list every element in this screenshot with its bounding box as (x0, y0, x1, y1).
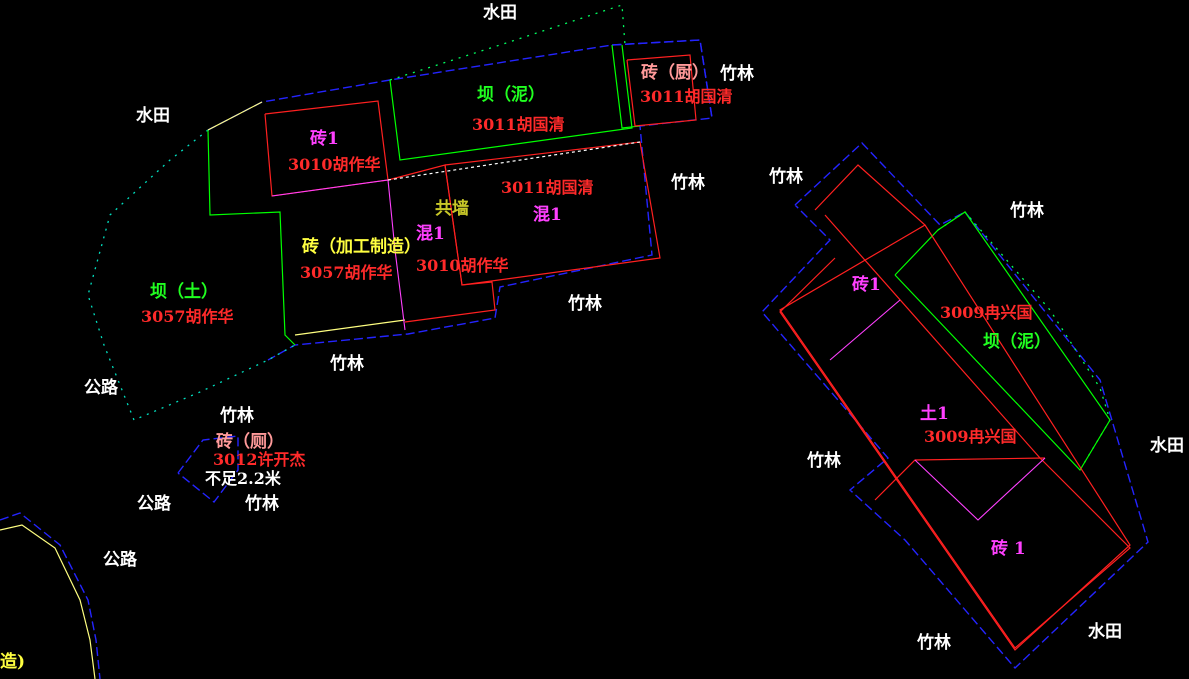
label-water-field-right: 水田 (1150, 435, 1184, 456)
label-brick-processing: 砖（加工制造） (302, 236, 421, 257)
label-dam-soil: 坝（土） (150, 281, 218, 302)
label-bamboo-small: 竹林 (219, 405, 254, 426)
label-brick-1-a: 砖1 (310, 128, 339, 149)
label-owner-3010-b: 3010胡作华 (416, 256, 509, 275)
left-yellow-lines (0, 101, 406, 679)
label-soil-1: 土1 (920, 403, 949, 424)
left-green-dotted-boundary (87, 129, 296, 421)
red-right-outer (779, 164, 1131, 649)
dotted-right (937, 211, 1111, 471)
label-owner-3011-c: 3011胡国清 (501, 178, 594, 197)
right-cluster-boundaries (761, 142, 1149, 670)
label-road-2: 公路 (137, 493, 172, 514)
label-brick-1-right: 砖1 (852, 274, 881, 295)
label-shared-wall: 共墙 (435, 198, 469, 219)
magenta-divider (271, 179, 406, 331)
label-bamboo-small-bottom: 竹林 (244, 493, 279, 514)
label-owner-3011-a: 3011胡国清 (472, 115, 565, 134)
label-bamboo-center: 竹林 (567, 293, 602, 314)
label-cut-off: 造) (0, 652, 25, 672)
green-dam-soil (207, 129, 296, 346)
left-white-dash (387, 141, 641, 181)
label-owner-3010-a: 3010胡作华 (288, 155, 381, 174)
boundary-small-box (177, 435, 239, 503)
label-water-field-top: 水田 (483, 2, 517, 23)
red-kitchen-box (626, 54, 697, 127)
label-under-height: 不足2.2米 (205, 469, 282, 488)
right-magenta-lines (829, 299, 1046, 521)
label-bamboo-right-bottom: 竹林 (916, 632, 951, 653)
label-owner-3012: 3012许开杰 (213, 450, 306, 469)
label-water-field-left: 水田 (136, 105, 170, 126)
label-bamboo-right-mid: 竹林 (806, 450, 841, 471)
red-mixed-box (387, 164, 496, 323)
label-road-1: 公路 (84, 377, 119, 398)
green-kitchen-frame (611, 44, 641, 129)
yellow-bottom-edge (294, 319, 406, 336)
boundary-top-right (611, 39, 713, 119)
yellow-top-edge (207, 101, 263, 131)
label-bamboo-mid: 竹林 (670, 172, 705, 193)
label-owner-3009-b: 3009冉兴国 (924, 427, 1017, 446)
right-green-dotted-boundary (937, 211, 1111, 471)
dotted-top-line (389, 4, 626, 81)
green-right-dam (894, 211, 1111, 471)
white-shared-wall (387, 141, 641, 181)
label-mixed-1-b: 混1 (416, 224, 445, 244)
left-magenta-lines (271, 179, 406, 331)
label-brick-1-bottom: 砖 1 (991, 538, 1026, 559)
left-red-parcels (264, 54, 697, 323)
label-bamboo-lower: 竹林 (329, 353, 364, 374)
dotted-left-arc (87, 129, 296, 421)
green-dam-mud-top (389, 44, 633, 161)
label-bamboo-right-top: 竹林 (768, 166, 803, 187)
magenta-right-upper (829, 299, 901, 361)
magenta-right-lower (914, 457, 1046, 521)
label-water-field-bottom: 水田 (1088, 621, 1122, 642)
red-right-main (779, 224, 1131, 651)
label-owner-3057-a: 3057胡作华 (300, 263, 393, 282)
label-owner-3009-a: 3009冉兴国 (940, 303, 1033, 322)
label-dam-mud-right: 坝（泥） (983, 331, 1051, 352)
label-brick-kitchen: 砖（厨） (641, 62, 709, 83)
right-red-parcels (779, 164, 1131, 651)
label-brick-toilet: 砖（厕） (216, 431, 284, 452)
red-right-inner (874, 457, 1046, 501)
left-green-parcels (207, 44, 641, 346)
top-green-dotted-boundary (389, 4, 626, 81)
right-green-parcels (894, 211, 1111, 471)
label-bamboo-right-upper: 竹林 (1009, 200, 1044, 221)
label-owner-3057-b: 3057胡作华 (141, 307, 234, 326)
label-bamboo-top-right: 竹林 (719, 63, 754, 84)
label-mixed-1-a: 混1 (533, 205, 562, 225)
label-dam-mud-top: 坝（泥） (477, 84, 545, 105)
boundary-right-outer (761, 142, 1149, 670)
label-road-3: 公路 (103, 549, 138, 570)
boundary-bottom-left-arc (0, 512, 101, 679)
yellow-bottom-left-arc (0, 524, 96, 679)
label-owner-3011-b: 3011胡国清 (640, 87, 733, 106)
